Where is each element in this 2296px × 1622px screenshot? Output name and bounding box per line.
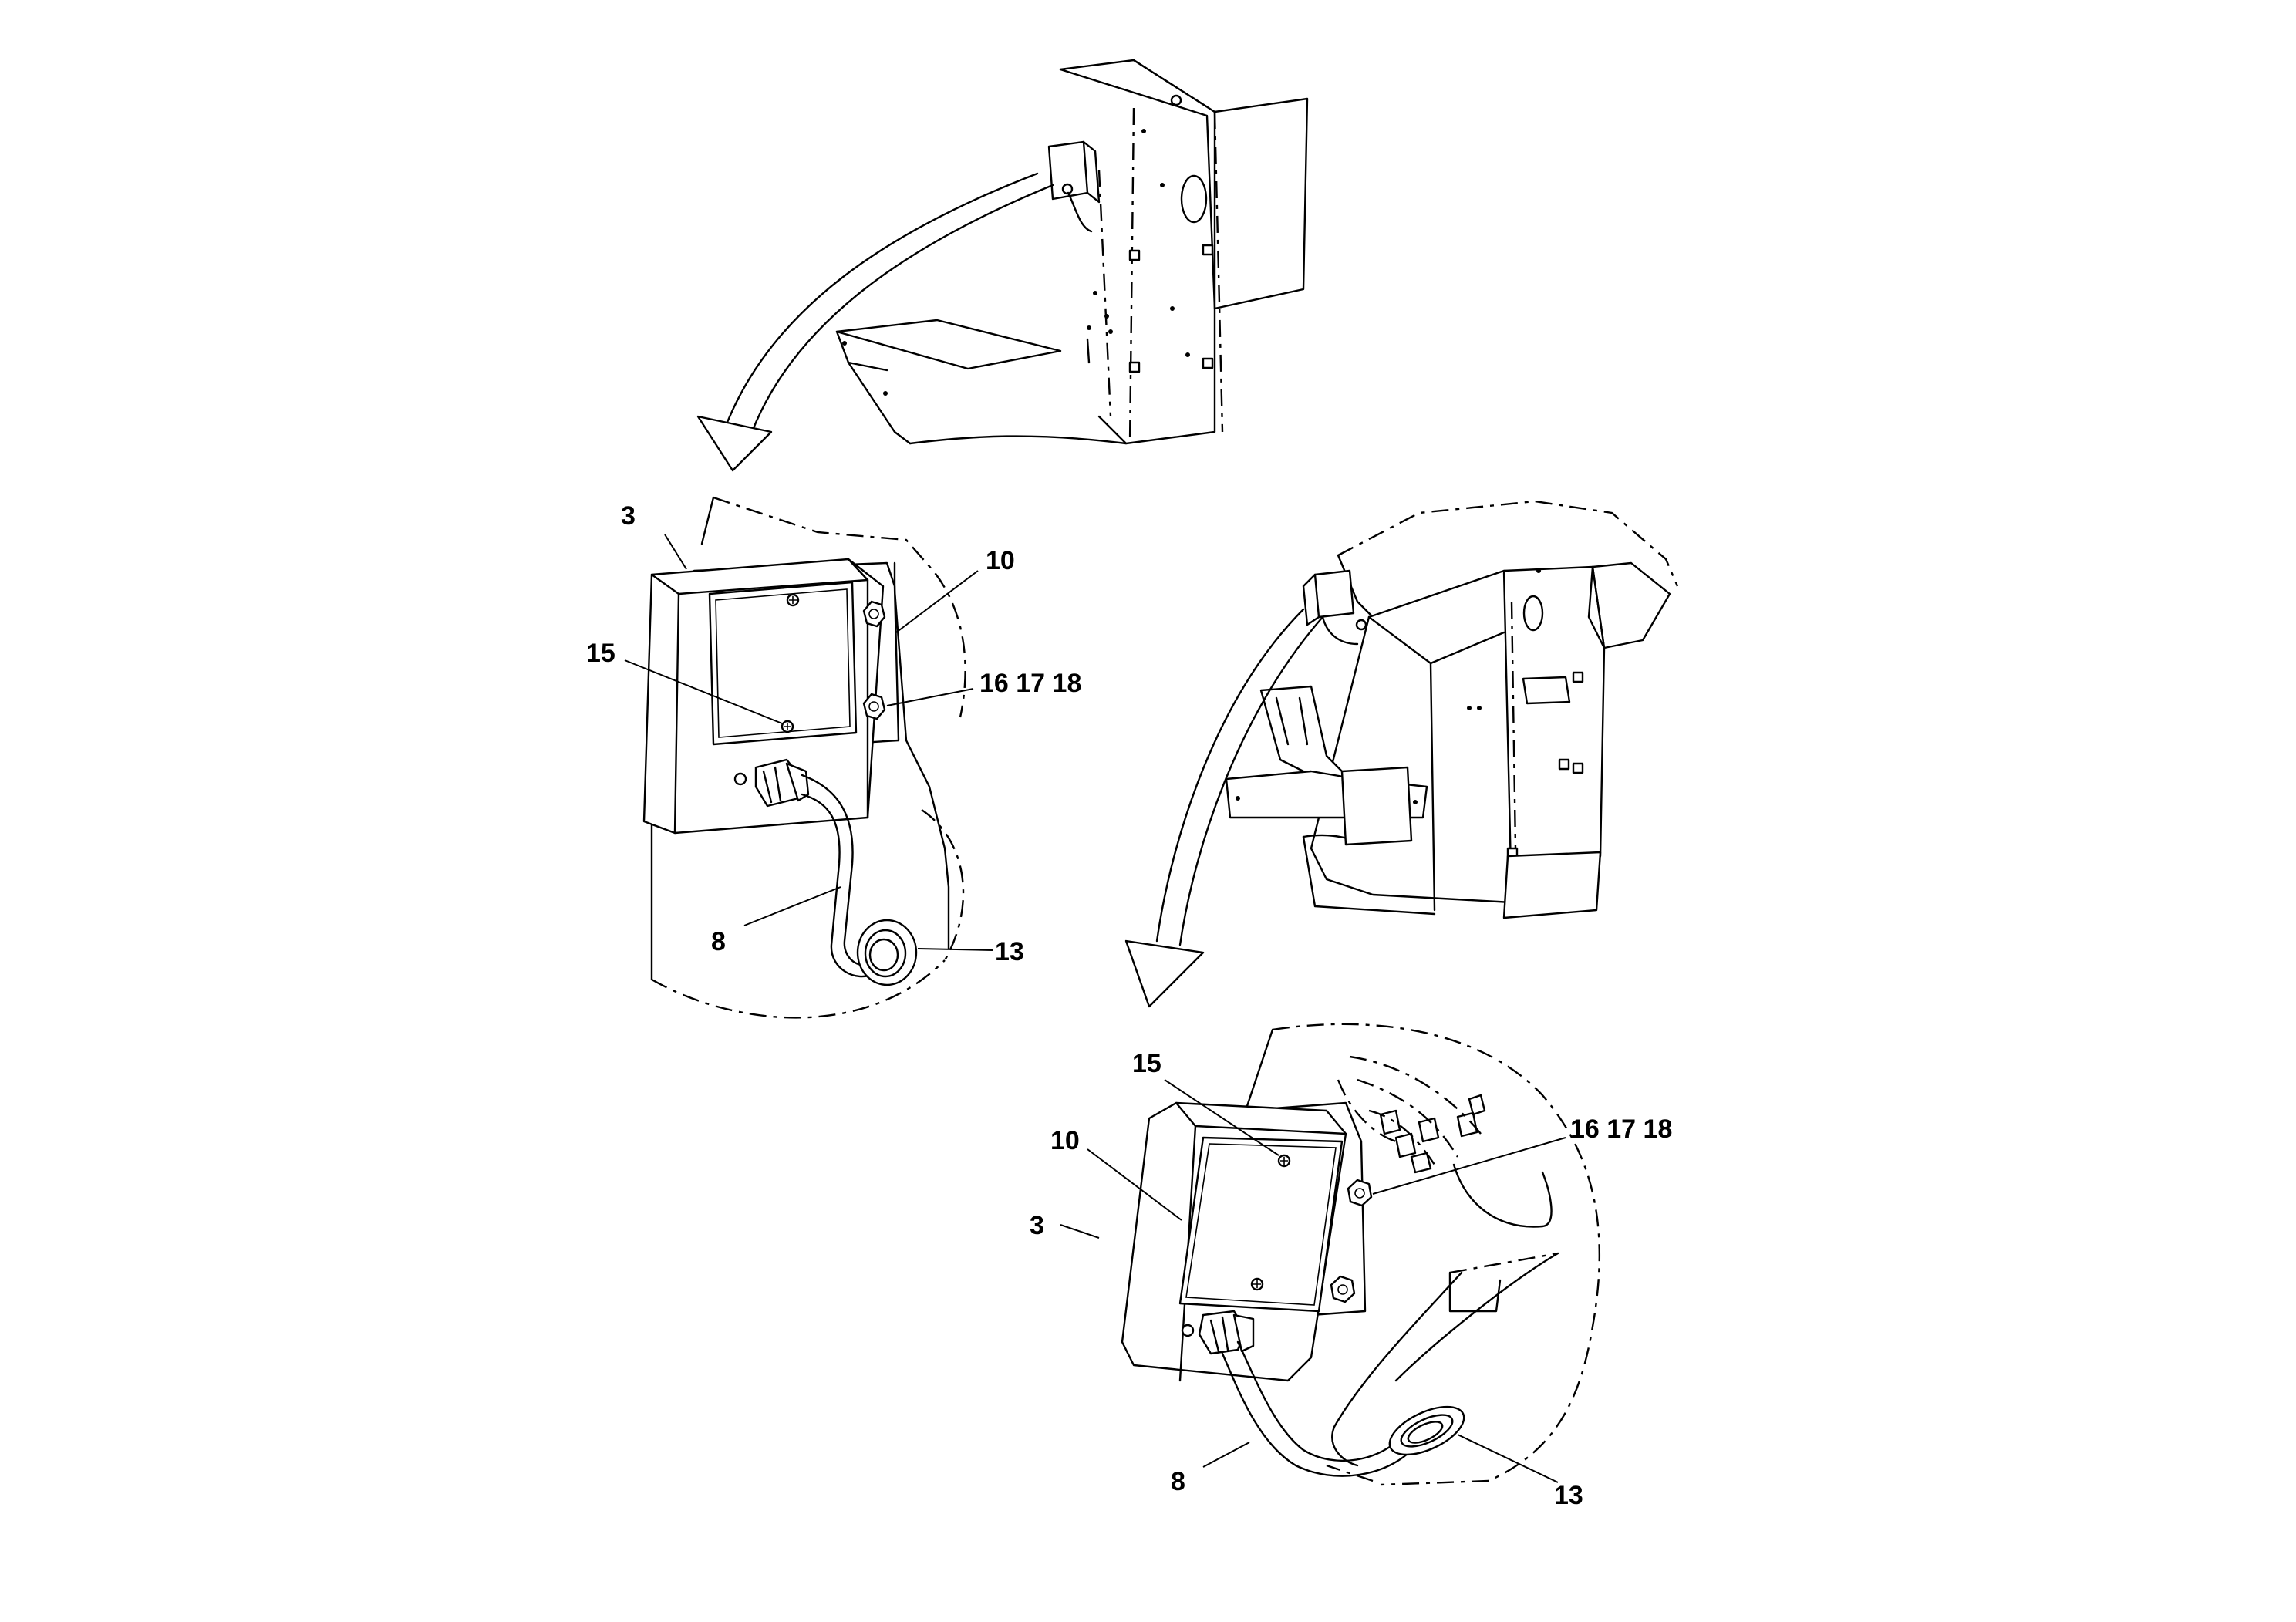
right-overview-view (1225, 500, 1679, 919)
view-arrow-right-to-bottom (1124, 608, 1324, 1008)
detail-right-callouts: 15 10 3 16 17 18 8 13 (1030, 1049, 1672, 1510)
connector-cluster (1379, 1094, 1486, 1174)
callout-15-left: 15 (586, 639, 615, 668)
callout-10-right: 10 (1050, 1126, 1080, 1155)
detail-bottom-right-view (1121, 1023, 1600, 1486)
callout-8-right: 8 (1171, 1467, 1185, 1496)
detail-left-view (642, 496, 966, 1019)
callout-3-right: 3 (1030, 1211, 1044, 1240)
callout-8-left: 8 (711, 927, 726, 956)
callout-15-right: 15 (1132, 1049, 1161, 1078)
callout-16-17-18-right: 16 17 18 (1570, 1114, 1672, 1144)
callout-13-right: 13 (1554, 1481, 1583, 1510)
callout-16-17-18-left: 16 17 18 (979, 669, 1081, 698)
callout-13-left: 13 (995, 937, 1024, 966)
callout-3-left: 3 (621, 501, 636, 531)
top-overview-view (835, 59, 1309, 445)
detail-left-callouts: 3 10 15 16 17 18 8 13 (586, 501, 1081, 966)
view-arrow-top-to-left (696, 172, 1054, 472)
callout-10-left: 10 (986, 546, 1015, 575)
